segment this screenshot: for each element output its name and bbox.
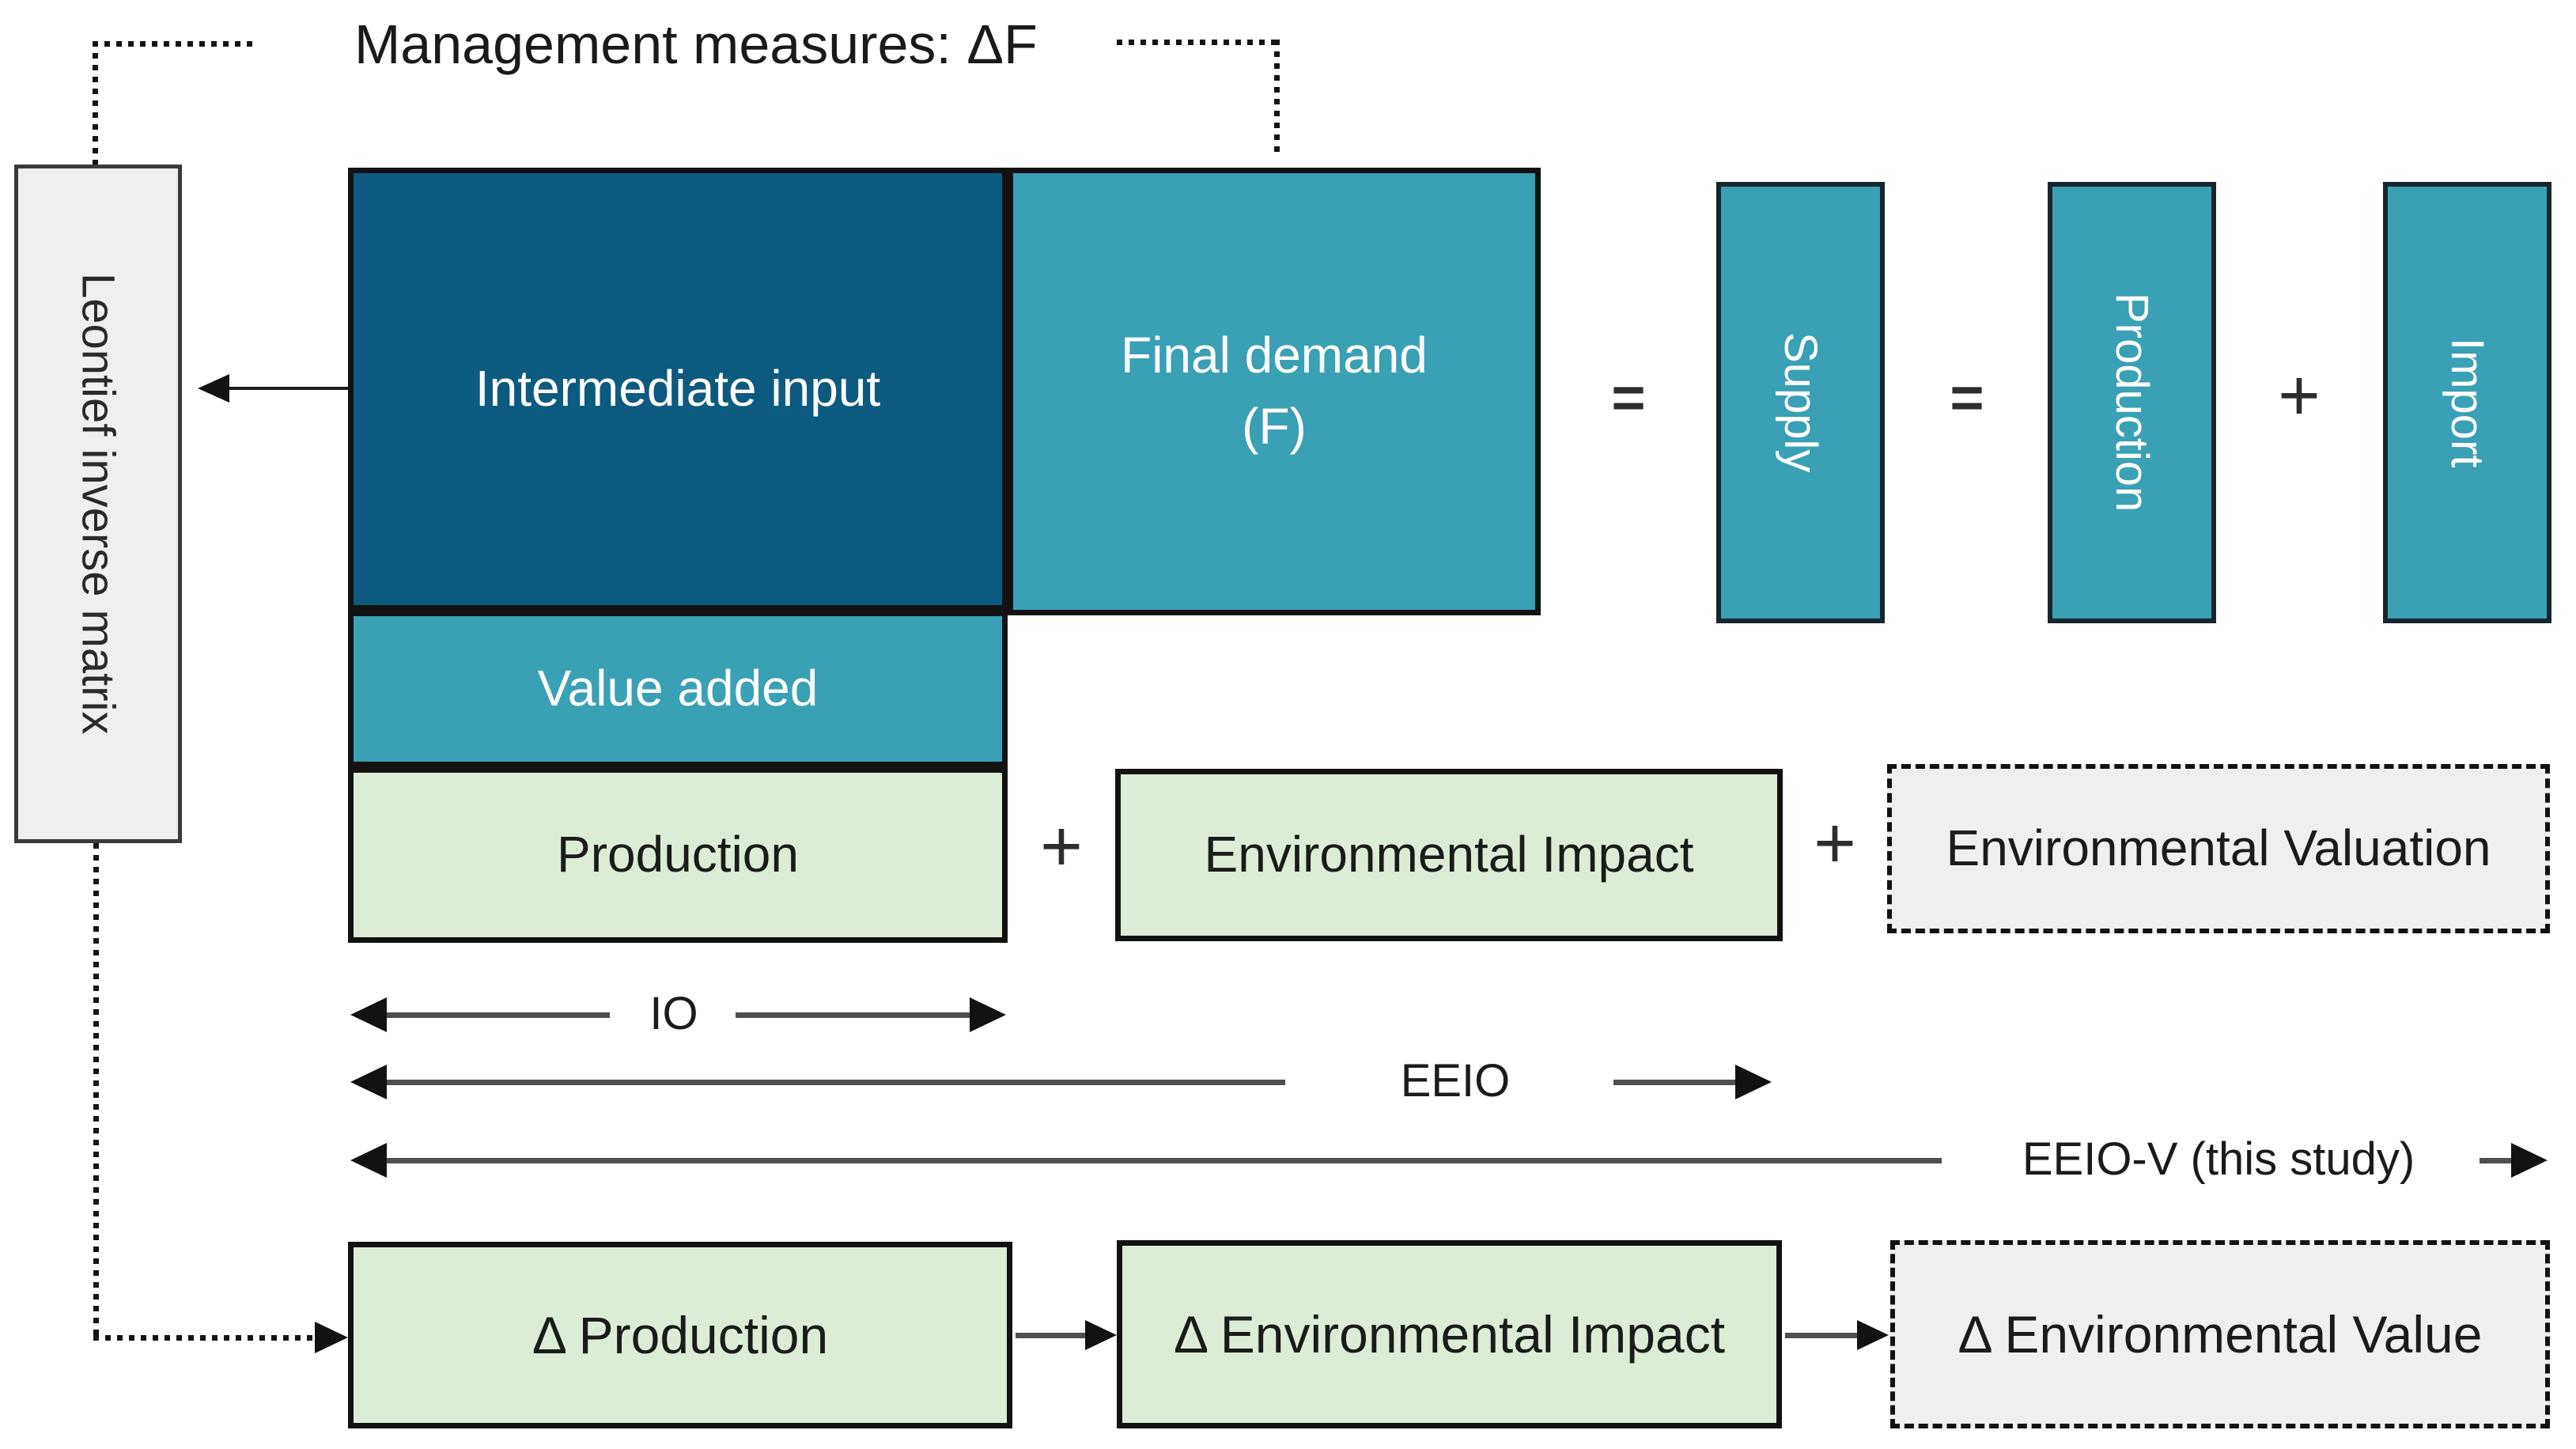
- delta-arrow-2-line: [1785, 1333, 1859, 1338]
- io-arrowhead-left-icon: [350, 997, 387, 1032]
- io-arrowhead-right-icon: [970, 997, 1006, 1032]
- value-added-box: Value added: [348, 611, 1008, 767]
- matrix-to-leontief-arrow-line: [228, 387, 348, 390]
- delta-arrow-1-line: [1016, 1333, 1087, 1338]
- delta-environmental-value-label: Δ Environmental Value: [1958, 1304, 2483, 1364]
- delta-production-label: Δ Production: [531, 1305, 829, 1364]
- dotted-connector-title-left-horizontal: [93, 41, 252, 47]
- import-label: Import: [2442, 337, 2494, 468]
- equals-matrix-supply: =: [1611, 365, 1646, 430]
- eeio-v-arrow-line-right: [2480, 1158, 2511, 1163]
- final-demand-label: Final demand: [1121, 327, 1428, 384]
- supply-column-box: Supply: [1716, 182, 1885, 623]
- eeio-v-arrow-line-left: [387, 1158, 1942, 1163]
- leontief-inverse-matrix-label: Leontief inverse matrix: [72, 273, 124, 735]
- import-column-box: Import: [2383, 182, 2551, 623]
- intermediate-input-box: Intermediate input: [348, 168, 1008, 611]
- production-row-label: Production: [557, 826, 799, 883]
- leontief-inverse-matrix-box: Leontief inverse matrix: [14, 165, 182, 843]
- equals-supply-production: =: [1950, 365, 1984, 430]
- delta-environmental-impact-label: Δ Environmental Impact: [1173, 1304, 1726, 1364]
- management-measures-label: Management measures: ΔF: [354, 13, 1038, 75]
- delta-production-box: Δ Production: [348, 1242, 1012, 1428]
- delta-arrow-1-head-icon: [1085, 1320, 1117, 1350]
- dotted-connector-title-right-vertical: [1274, 40, 1280, 152]
- io-arrow-line-right: [736, 1012, 970, 1018]
- plus-impact-valuation: +: [1814, 803, 1856, 883]
- delta-environmental-impact-box: Δ Environmental Impact: [1117, 1240, 1782, 1428]
- dotted-connector-leontief-down-vertical: [93, 843, 99, 1337]
- final-demand-box: Final demand (F): [1008, 168, 1541, 615]
- environmental-impact-label: Environmental Impact: [1204, 826, 1694, 883]
- intermediate-input-label: Intermediate input: [475, 360, 881, 418]
- eeio-v-arrowhead-left-icon: [350, 1143, 387, 1178]
- io-scope-label: IO: [649, 988, 698, 1039]
- dotted-connector-arrowhead-icon: [315, 1322, 348, 1353]
- delta-environmental-value-box: Δ Environmental Value: [1890, 1240, 2550, 1428]
- production-row-box: Production: [348, 767, 1008, 943]
- eeio-arrowhead-left-icon: [350, 1065, 387, 1099]
- dotted-connector-title-right-horizontal: [1117, 40, 1280, 45]
- eeio-arrowhead-right-icon: [1735, 1065, 1772, 1099]
- final-demand-symbol: (F): [1242, 398, 1307, 455]
- environmental-valuation-box: Environmental Valuation: [1887, 764, 2550, 933]
- dotted-connector-title-left-vertical: [93, 41, 98, 166]
- eeio-v-arrowhead-right-icon: [2511, 1143, 2548, 1178]
- environmental-valuation-label: Environmental Valuation: [1946, 819, 2491, 877]
- plus-production-import: +: [2278, 355, 2321, 436]
- production-column-box: Production: [2048, 182, 2216, 623]
- eeio-arrow-line-left: [387, 1080, 1285, 1085]
- value-added-label: Value added: [537, 660, 819, 717]
- environmental-impact-box: Environmental Impact: [1115, 769, 1783, 941]
- delta-arrow-2-head-icon: [1857, 1320, 1889, 1350]
- production-column-label: Production: [2106, 293, 2158, 513]
- plus-production-impact: +: [1040, 806, 1083, 887]
- dotted-connector-delta-production-horizontal: [93, 1335, 315, 1341]
- io-arrow-line-left: [387, 1012, 610, 1018]
- eeio-arrow-line-right: [1613, 1080, 1735, 1085]
- matrix-to-leontief-arrowhead-icon: [198, 374, 229, 403]
- supply-label: Supply: [1775, 332, 1827, 473]
- eeio-v-scope-label: EEIO-V (this study): [2022, 1133, 2415, 1185]
- eeio-scope-label: EEIO: [1400, 1055, 1511, 1107]
